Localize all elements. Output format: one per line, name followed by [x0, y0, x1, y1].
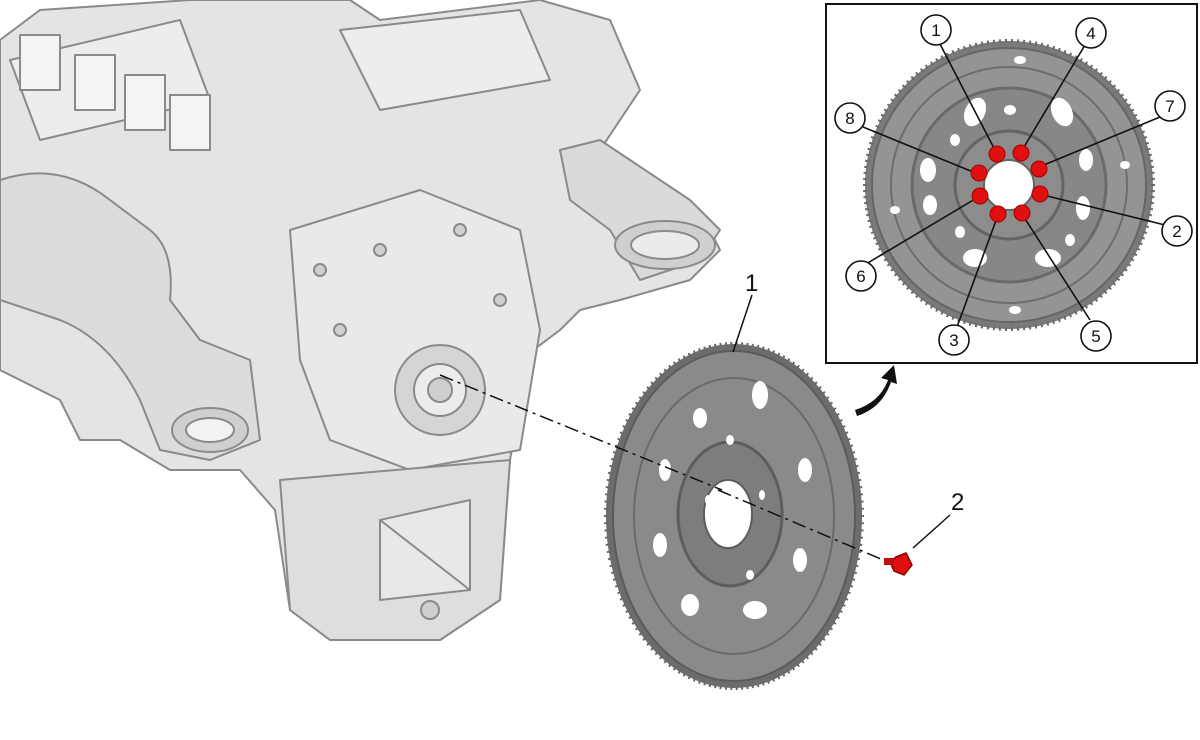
- sequence-number-3: 3: [949, 331, 958, 350]
- sequence-number-5: 5: [1091, 327, 1100, 346]
- tightening-sequence-detail: 1 4 7 2 5 3 6 8: [825, 3, 1198, 364]
- bolt-icon: [884, 552, 913, 576]
- sequence-number-4: 4: [1086, 24, 1095, 43]
- sequence-number-8: 8: [845, 109, 854, 128]
- curved-arrow-icon: [855, 365, 897, 416]
- sequence-number-7: 7: [1165, 97, 1174, 116]
- sequence-number-2: 2: [1172, 222, 1181, 241]
- flexplate-illustration: [604, 342, 864, 690]
- callout-label-bolt: 2: [951, 489, 964, 516]
- gear-teeth: [604, 342, 864, 690]
- callout-label-flexplate: 1: [745, 270, 758, 297]
- engine-block-illustration: [0, 0, 721, 641]
- alignment-lines: [439, 294, 951, 563]
- sequence-number-1: 1: [931, 21, 940, 40]
- sequence-number-6: 6: [856, 267, 865, 286]
